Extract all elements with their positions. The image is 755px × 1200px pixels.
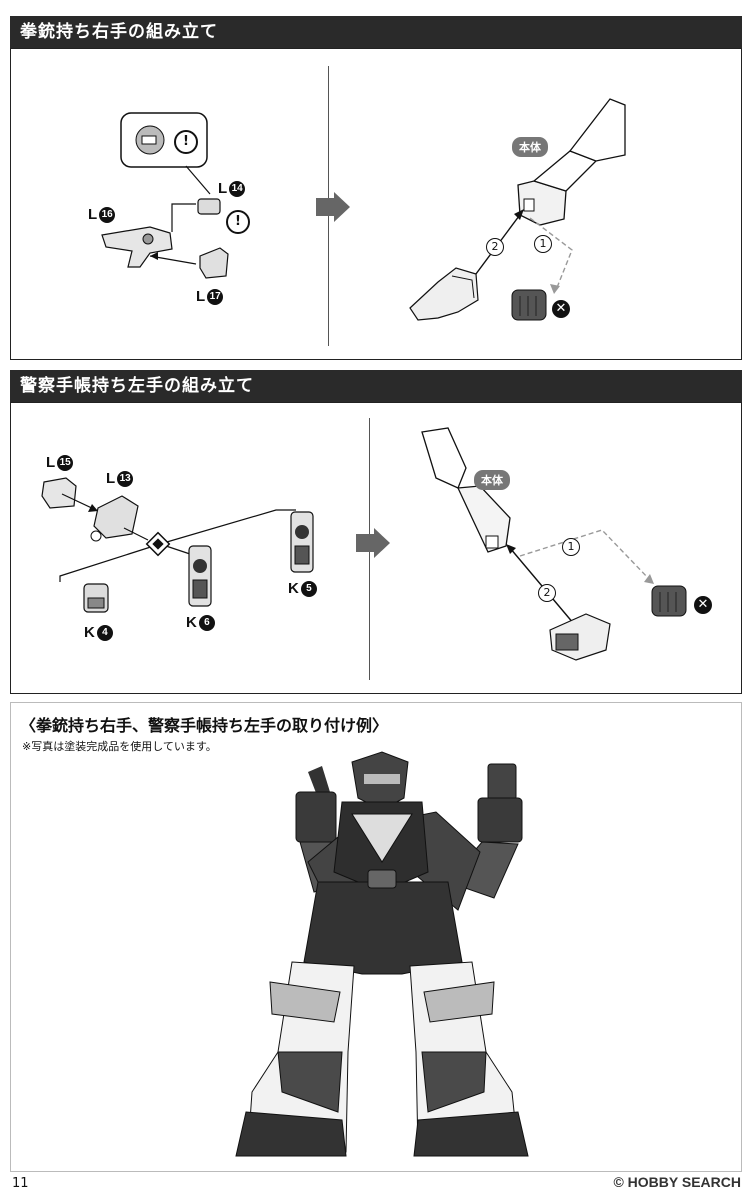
robot-figure-photo [235,751,529,1157]
section1-title: 拳銃持ち右手の組み立て [20,22,218,42]
section2-part-k5-drawing [290,511,314,573]
section1-x-icon: ✕ [552,300,570,318]
section2-x-icon: ✕ [694,596,712,614]
section2-assembly-lines [59,493,296,582]
section1-attach-arrows [469,209,573,294]
section1-body-tag: 本体 [512,137,548,157]
page-number: 11 [12,1176,29,1191]
section2-step-1: 1 [562,538,580,556]
section2-header: 警察手帳持ち左手の組み立て [10,370,742,402]
section1-header: 拳銃持ち右手の組み立て [10,16,742,48]
section1-arm-drawing [517,98,626,226]
section2-notebook-hand-drawing [549,613,611,661]
section1-part-l17-drawing [199,247,229,279]
section2-arm-drawing [421,427,511,553]
section1-next-arrow [316,192,350,222]
section1-step-2: 2 [486,238,504,256]
section1-fist-drawing [511,289,547,321]
section2-part-l15-drawing [41,477,77,509]
section1-part-l16-drawing [101,226,173,268]
section2-part-l13-drawing [90,495,139,542]
section2-attach-arrows [506,529,654,625]
section1-part-l14-drawing [197,198,221,215]
part-l14-warning-icon: ! [226,210,250,234]
section2-fist-drawing [651,585,687,617]
section1-assembly-lines [149,203,197,265]
section1-step-1: 1 [534,235,552,253]
section2-title: 警察手帳持ち左手の組み立て [20,376,254,396]
section2-next-arrow [356,528,390,558]
section1-panel [10,48,742,360]
hobby-search-watermark: © HOBBY SEARCH [613,1174,741,1190]
section1-zoom-warning-icon: ! [174,130,198,154]
section2-body-tag: 本体 [474,470,510,490]
example-title: 〈拳銃持ち右手、警察手帳持ち左手の取り付け例〉 [20,716,389,735]
section2-part-k6-drawing [188,545,212,607]
section2-part-k4-drawing [83,583,109,613]
example-note: ※写真は塗装完成品を使用しています。 [22,740,217,753]
section2-step-2: 2 [538,584,556,602]
section1-gun-hand-drawing [409,267,479,321]
